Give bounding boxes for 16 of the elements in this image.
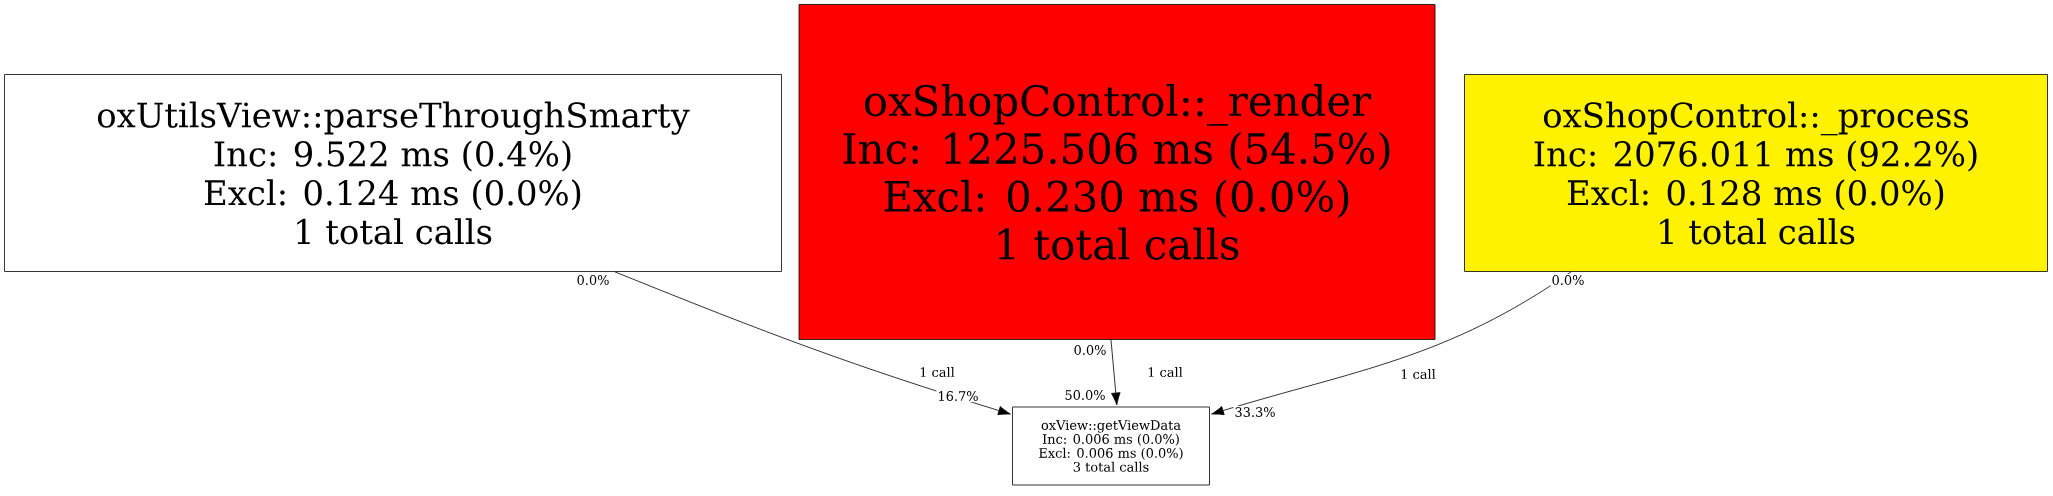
percent-label: 0.0% [1072,344,1108,356]
percent-label: 50.0% [1063,389,1107,401]
percent-label: 16.7% [936,390,980,402]
function-box: oxShopControl::_render Inc: 1225.506 ms (54.5%) Excl: 0.230 ms (0.0%) 1 total calls [798,4,1436,340]
percent-label: 0.0% [1550,274,1586,286]
edge-label: 1 call [1148,367,1183,377]
edge-label: 1 call [1401,369,1436,379]
arrow [1211,271,1572,416]
edge-label: 1 call [920,367,955,377]
percent-label: 33.3% [1233,406,1277,418]
arrow [614,271,1011,416]
function-box: oxView::getViewData Inc: 0.006 ms (0.0%) Excl: 0.006 ms (0.0%) 3 total calls [1012,406,1210,486]
percent-label: 0.0% [575,274,611,286]
function-box: oxUtilsView::parseThroughSmarty Inc: 9.522 ms (0.4%) Excl: 0.124 ms (0.0%) 1 total calls [4,74,782,272]
function-box: oxShopControl::_process Inc: 2076.011 ms (92.2%) Excl: 0.128 ms (0.0%) 1 total calls [1464,74,2048,272]
arrow [1110,339,1121,406]
